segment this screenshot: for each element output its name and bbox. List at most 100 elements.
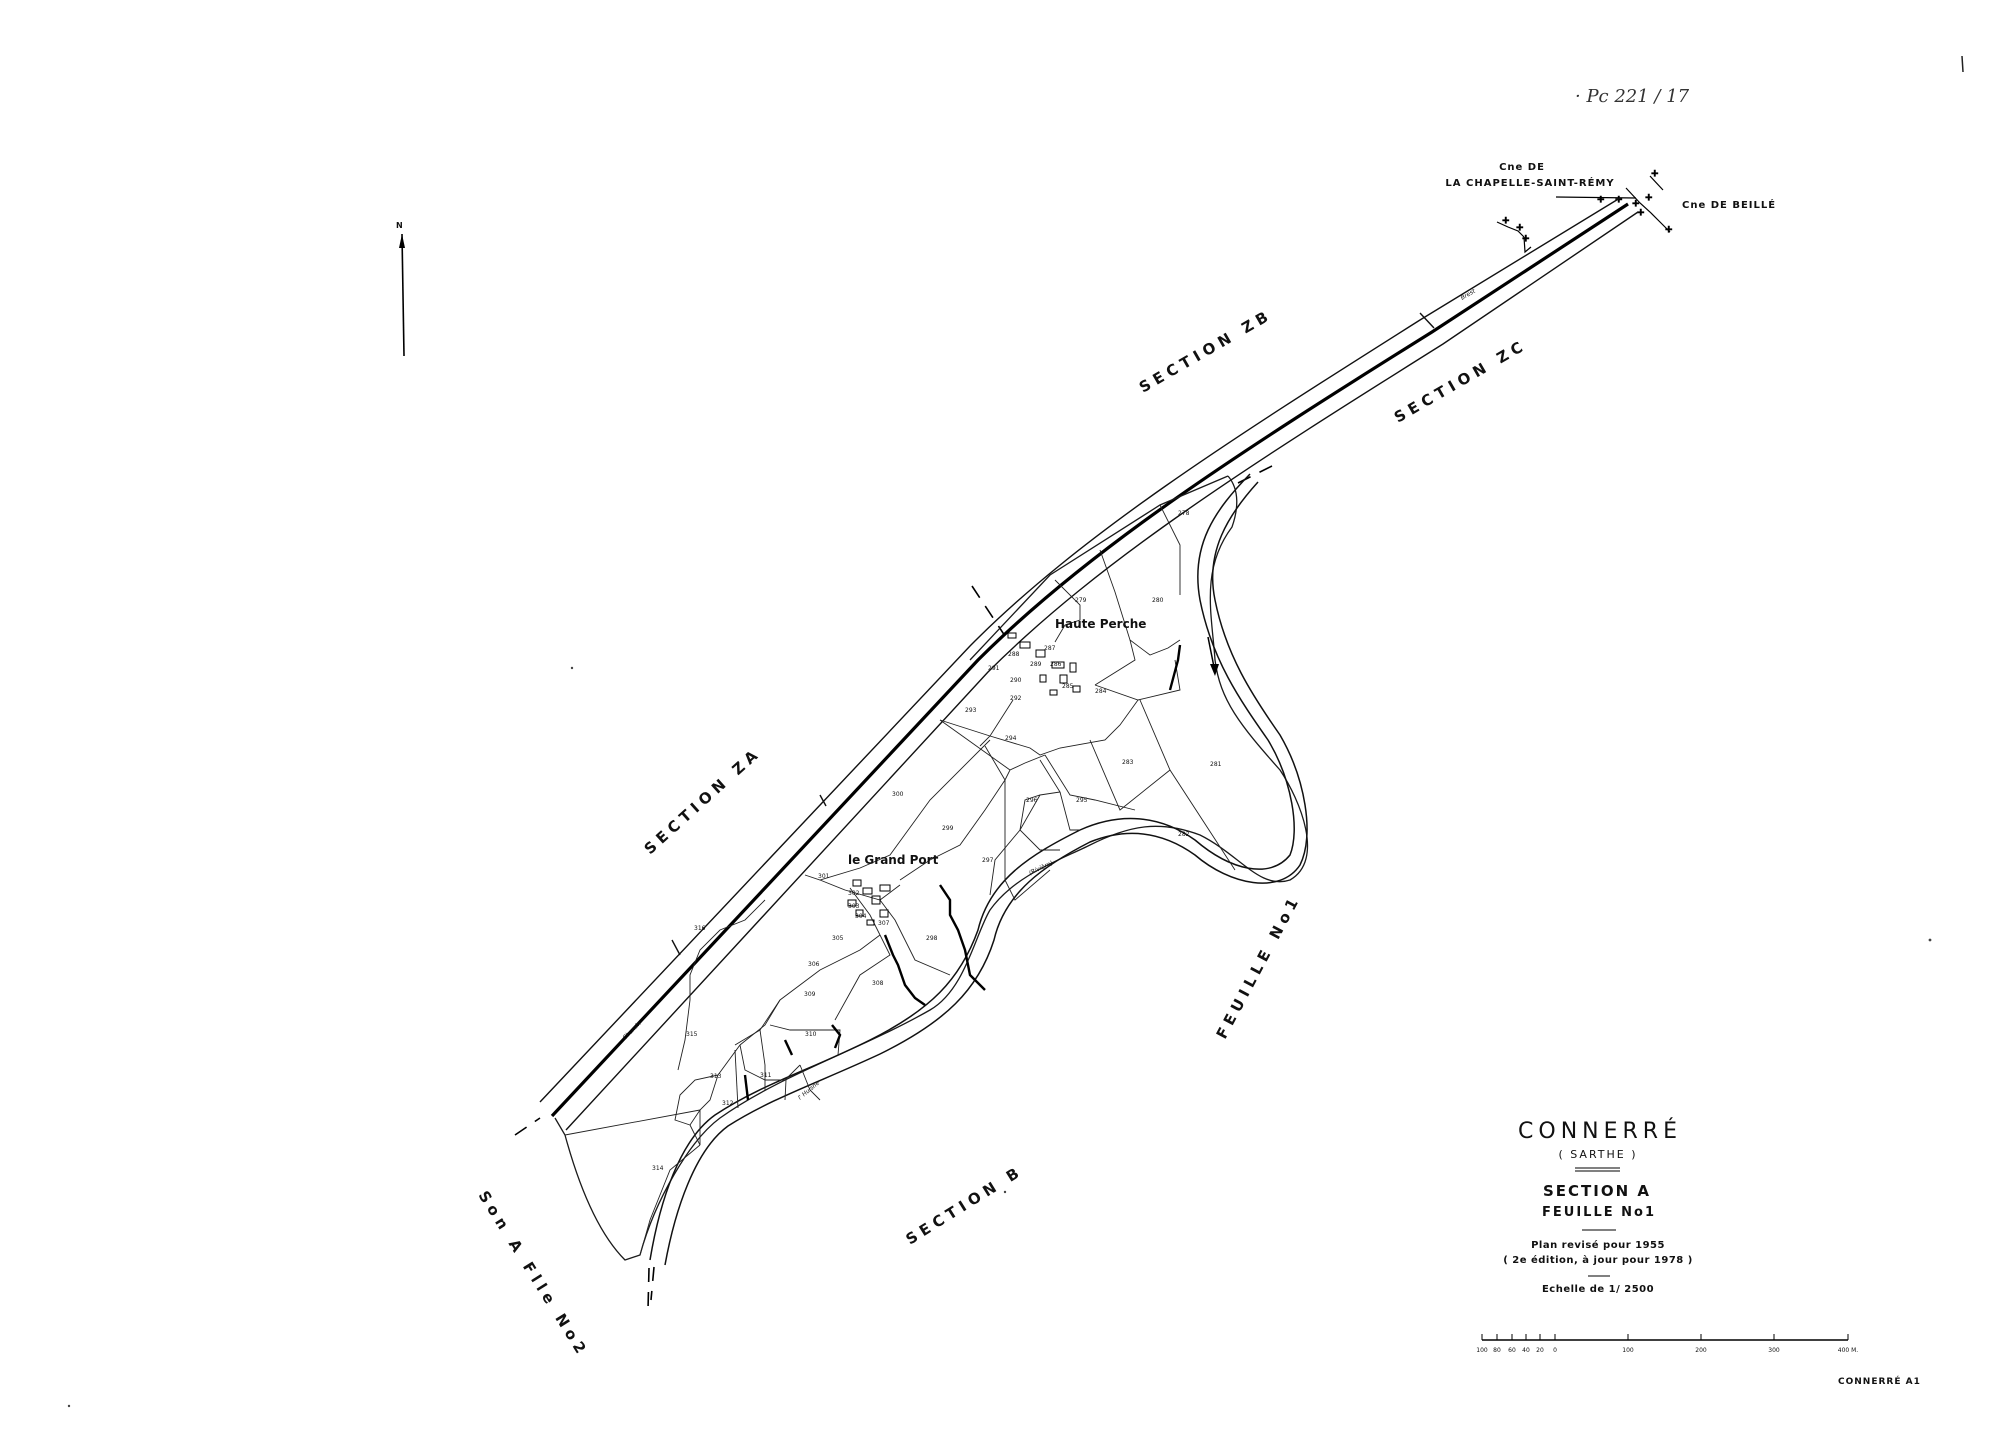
parcel-301: 301: [818, 873, 830, 880]
map-reference: CONNERRÉ A1: [1838, 1375, 1921, 1387]
parcel-286: 286: [1050, 661, 1062, 668]
parcel-316: 316: [694, 925, 706, 932]
scale-tick-4: 20: [1536, 1347, 1544, 1354]
svg-text:+: +: [1516, 223, 1524, 233]
parcel-306: 306: [808, 961, 820, 968]
railway-line: [539, 197, 1639, 1131]
parcel-302: 302: [848, 890, 860, 897]
scale-tick-7: 200: [1695, 1347, 1707, 1354]
parcel-315: 315: [686, 1031, 698, 1038]
north-arrow-icon: [399, 233, 405, 357]
parcel-307: 307: [878, 920, 890, 927]
parcel-313: 313: [710, 1073, 722, 1080]
commune-east-label: Cne DE BEILLÉ: [1682, 198, 1776, 211]
parcel-314: 314: [652, 1165, 664, 1172]
parcel-283: 283: [1122, 759, 1134, 766]
title-block: CONNERRÉ ( SARTHE ) SECTION A FEUILLE No…: [1503, 1118, 1693, 1295]
parcel-293: 293: [965, 707, 977, 714]
railway-lower-edge: [969, 475, 1229, 661]
parcel-300: 300: [892, 791, 904, 798]
parcel-308: 308: [872, 980, 884, 987]
parcel-288: 288: [1008, 651, 1020, 658]
commune-north-line1: Cne DE: [1499, 162, 1545, 173]
parcel-312: 312: [722, 1100, 734, 1107]
scale-tick-5: 0: [1553, 1347, 1557, 1354]
parcel-289: 289: [1030, 661, 1042, 668]
section-zc-label: SECTION ZC: [1391, 336, 1530, 427]
river-label: (Rivière): [1028, 860, 1054, 877]
parcel-303: 303: [848, 903, 860, 910]
parcel-294: 294: [1005, 735, 1017, 742]
sheet-other-label: Son A Flle No2: [475, 1188, 593, 1361]
svg-text:+: +: [1651, 169, 1659, 179]
place-haute-perche: Haute Perche: [1055, 617, 1146, 631]
parcel-304: 304: [855, 913, 867, 920]
title-sheet: FEUILLE No1: [1542, 1205, 1656, 1220]
parcel-287: 287: [1044, 645, 1056, 652]
parcel-299: 299: [942, 825, 954, 832]
buildings-haute-perche: [1007, 632, 1081, 696]
brest-label: Brest: [1460, 287, 1478, 301]
hedges: [743, 644, 1182, 1101]
handwritten-reference: · Pc 221 / 17: [1575, 86, 1690, 107]
parcel-298: 298: [926, 935, 938, 942]
svg-text:+: +: [1665, 225, 1673, 235]
section-a-outline: [554, 475, 1309, 1261]
sheet-main-label: FEUILLE No1: [1213, 891, 1305, 1042]
title-scale: Echelle de 1/ 2500: [1542, 1284, 1654, 1295]
parcel-292: 292: [1010, 695, 1022, 702]
parcel-295: 295: [1076, 797, 1088, 804]
title-edition: ( 2e édition, à jour pour 1978 ): [1503, 1254, 1693, 1266]
parcel-311: 311: [760, 1072, 772, 1079]
parcel-280: 280: [1152, 597, 1164, 604]
scale-tick-3: 40: [1522, 1347, 1530, 1354]
parcel-278: 278: [1178, 510, 1190, 517]
scale-tick-1: 80: [1493, 1347, 1501, 1354]
scale-tick-8: 300: [1768, 1347, 1780, 1354]
svg-text:+: +: [1502, 216, 1510, 226]
parcel-290: 290: [1010, 677, 1022, 684]
parcel-284: 284: [1095, 688, 1107, 695]
title-commune: CONNERRÉ: [1518, 1118, 1682, 1144]
parcel-lines: [564, 504, 1236, 1256]
svg-text:+: +: [1615, 195, 1623, 205]
parcel-285: 285: [1062, 683, 1074, 690]
section-za-label: SECTION ZA: [641, 744, 765, 858]
commune-boundary-markers: +++ +++ +++ +: [1496, 168, 1673, 254]
parcel-291: 291: [988, 665, 1000, 672]
north-label: N: [396, 221, 403, 230]
section-b-label: SECTION B: [903, 1162, 1027, 1249]
commune-north-line2: LA CHAPELLE-SAINT-RÉMY: [1445, 176, 1614, 189]
svg-text:+: +: [1637, 208, 1645, 218]
parcel-296: 296: [1026, 797, 1038, 804]
scale-tick-6: 100: [1622, 1347, 1634, 1354]
margin-mark: [1961, 55, 1964, 73]
section-limits: [514, 461, 1281, 1311]
section-zb-label: SECTION ZB: [1136, 306, 1276, 397]
parcel-309: 309: [804, 991, 816, 998]
scale-tick-0: 100: [1476, 1347, 1488, 1354]
svg-text:+: +: [1632, 199, 1640, 209]
scale-tick-9: 400 M.: [1838, 1347, 1859, 1354]
parcel-305: 305: [832, 935, 844, 942]
title-revision: Plan revisé pour 1955: [1531, 1239, 1665, 1251]
scale-bar: 100 80 60 40 20 0 100 200 300 400 M.: [1476, 1334, 1858, 1354]
parcel-282: 282: [1178, 831, 1190, 838]
svg-text:+: +: [1645, 193, 1653, 203]
title-department: ( SARTHE ): [1558, 1148, 1637, 1161]
parcel-numbers: 278 279 280 281 282 283 284 285 286 287 …: [652, 510, 1222, 1172]
river-huisne: [649, 473, 1308, 1266]
parcel-279: 279: [1075, 597, 1087, 604]
title-section: SECTION A: [1543, 1182, 1651, 1200]
svg-text:+: +: [1522, 234, 1530, 244]
scale-tick-2: 60: [1508, 1347, 1516, 1354]
buildings-grand-port: [847, 879, 891, 926]
svg-text:+: +: [1597, 195, 1605, 205]
parcel-297: 297: [982, 857, 994, 864]
parcel-281: 281: [1210, 761, 1222, 768]
parcel-310: 310: [805, 1031, 817, 1038]
place-grand-port: le Grand Port: [848, 853, 939, 867]
chemin-label: Chemin: [621, 1020, 642, 1041]
scan-dots: [67, 666, 1932, 1408]
